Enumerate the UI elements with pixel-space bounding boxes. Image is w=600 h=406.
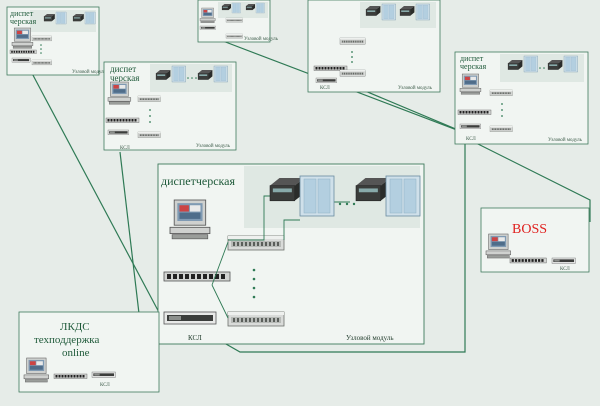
title-line-2: черская xyxy=(110,73,139,83)
title-line-1: диспет xyxy=(460,54,484,63)
boss-title: BOSS xyxy=(512,222,547,237)
lkds-title-line-2: техподдержка xyxy=(34,334,99,346)
lkds-title-line-1: ЛКДС xyxy=(60,321,90,333)
node-title: диспетчерская xyxy=(161,174,236,188)
node-module-label: Узловой модуль xyxy=(346,334,394,342)
node-boss: BOSS КСЛ xyxy=(480,207,590,273)
title-line-1: диспет xyxy=(10,9,34,18)
node-ksl-label: КСЛ xyxy=(188,334,202,342)
node-module-label: Узловой модуль xyxy=(196,144,231,149)
node-title: диспет черская xyxy=(110,64,139,83)
node-lkds: ЛКДС техподдержка online КСЛ xyxy=(18,311,160,393)
node-ksl-label: КСЛ xyxy=(320,86,330,91)
node-ksl-label: КСЛ xyxy=(100,383,110,388)
node-ksl-label: КСЛ xyxy=(120,146,130,151)
node-mid-left: диспет черская КСЛ Узловой модуль xyxy=(103,61,237,151)
lkds-title: ЛКДС техподдержка online xyxy=(34,321,102,359)
node-module-label: Узловой модуль xyxy=(72,70,107,75)
node-ksl-label: КСЛ xyxy=(466,137,476,142)
node-module-label: Узловой модуль xyxy=(548,138,583,143)
node-top-center-right: КСЛ Узловой модуль xyxy=(307,0,441,93)
node-module-label: Узловой модуль xyxy=(244,37,279,42)
node-center: диспетчерская КСЛ Узловой модуль xyxy=(157,163,425,345)
title-line-2: черская xyxy=(460,62,486,71)
node-module-label: Узловой модуль xyxy=(398,86,433,91)
node-title: диспет черская xyxy=(460,54,486,71)
node-title: диспет черская xyxy=(10,9,36,26)
node-top-left: диспет черская Узловой модуль xyxy=(6,6,107,76)
node-ksl-label: КСЛ xyxy=(560,267,570,272)
title-line-1: диспет xyxy=(110,64,136,74)
node-top-right: диспет черская КСЛ Узловой модуль xyxy=(454,51,589,145)
node-top-center: Узловой модуль xyxy=(197,0,279,43)
title-line-2: черская xyxy=(10,17,36,26)
lkds-title-line-3: online xyxy=(62,347,90,359)
